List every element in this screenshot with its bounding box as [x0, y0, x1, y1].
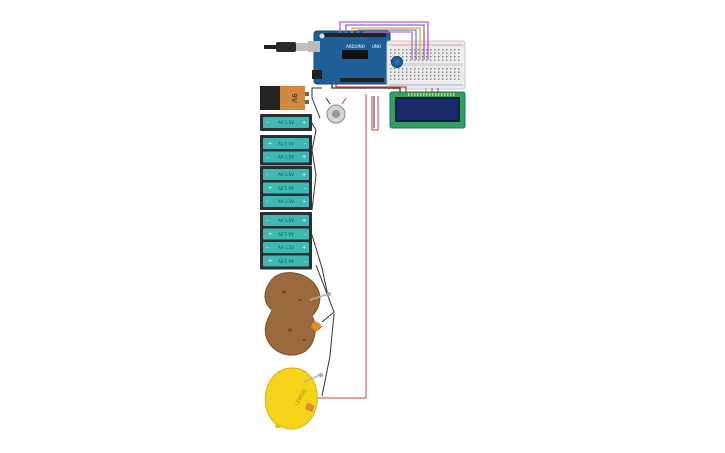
battery-cell: AA 1.5V + –	[263, 138, 309, 149]
battery-pack[interactable]: AA 1.5V + – AA 1.5V + – AA 1.5V + –	[260, 166, 312, 210]
battery-cell-label: AA 1.5V	[278, 245, 294, 250]
battery-plus-sign: +	[268, 186, 272, 192]
potato[interactable]	[264, 272, 331, 356]
battery-cell-label: AA 1.5V	[278, 172, 294, 177]
battery-minus-sign: –	[266, 120, 269, 126]
battery-minus-sign: –	[304, 186, 307, 192]
potentiometer[interactable]	[391, 56, 403, 68]
battery-9v-label: 9V	[290, 93, 298, 102]
lcd-display[interactable]	[389, 91, 466, 129]
battery-cell-label: AA 1.5V	[278, 186, 294, 191]
battery-cell-label: AA 1.5V	[278, 259, 294, 264]
battery-minus-sign: –	[266, 199, 269, 205]
battery-cell-label: AA 1.5V	[278, 141, 294, 146]
battery-cell: AA 1.5V + –	[263, 169, 309, 180]
battery-pack[interactable]: AA 1.5V + – AA 1.5V + – AA 1.5V + – AA 1.5V + –	[260, 212, 312, 270]
battery-minus-sign: –	[304, 232, 307, 238]
battery-cell: AA 1.5V + –	[263, 182, 309, 194]
battery-cell: AA 1.5V + –	[263, 242, 309, 253]
battery-plus-sign: +	[302, 218, 306, 224]
battery-plus-sign: +	[302, 120, 306, 126]
battery-plus-sign: +	[268, 141, 272, 147]
battery-minus-sign: –	[266, 172, 269, 178]
arduino-brand-label: ARDUINO	[346, 44, 365, 49]
battery-plus-sign: +	[268, 232, 272, 238]
battery-cell: AA 1.5V + –	[263, 117, 309, 128]
battery-plus-sign: +	[302, 245, 306, 251]
battery-plus-sign: +	[302, 172, 306, 178]
battery-minus-sign: –	[266, 218, 269, 224]
usb-cable	[264, 42, 308, 52]
lemon[interactable]: LEMON	[264, 367, 323, 430]
battery-minus-sign: –	[266, 155, 269, 161]
breadboard[interactable]	[386, 40, 466, 90]
battery-packs: AA 1.5V+–AA 1.5V+–AA 1.5V+–AA 1.5V+–AA 1…	[260, 114, 312, 270]
battery-cell: AA 1.5V + –	[263, 196, 309, 207]
battery-cell-label: AA 1.5V	[278, 155, 294, 160]
battery-cell: AA 1.5V + –	[263, 215, 309, 226]
battery-cell-label: AA 1.5V	[278, 218, 294, 223]
battery-plus-sign: +	[302, 199, 306, 205]
battery-cell: AA 1.5V + –	[263, 228, 309, 240]
battery-minus-sign: –	[266, 245, 269, 251]
battery-cell-label: AA 1.5V	[278, 120, 294, 125]
lcd-pins	[408, 93, 455, 96]
jumper-wires	[331, 21, 439, 94]
battery-plus-sign: +	[302, 155, 306, 161]
breadboard-holes	[390, 49, 460, 80]
battery-pack[interactable]: AA 1.5V + –	[260, 114, 312, 131]
arduino-model-label: UNO	[372, 44, 381, 49]
buzzer[interactable]	[325, 97, 347, 124]
battery-cell-label: AA 1.5V	[278, 199, 294, 204]
battery-minus-sign: –	[304, 259, 307, 265]
battery-plus-sign: +	[268, 259, 272, 265]
battery-cell-label: AA 1.5V	[278, 232, 294, 237]
battery-cell: AA 1.5V + –	[263, 255, 309, 267]
power-wires	[311, 87, 379, 399]
arduino-board[interactable]: ARDUINO UNO	[308, 30, 391, 85]
battery-cell: AA 1.5V + –	[263, 151, 309, 163]
battery-pack[interactable]: AA 1.5V + – AA 1.5V + –	[260, 135, 312, 166]
fruit-wires	[309, 119, 335, 397]
battery-minus-sign: –	[304, 141, 307, 147]
battery-9v[interactable]: 9V	[260, 86, 309, 110]
